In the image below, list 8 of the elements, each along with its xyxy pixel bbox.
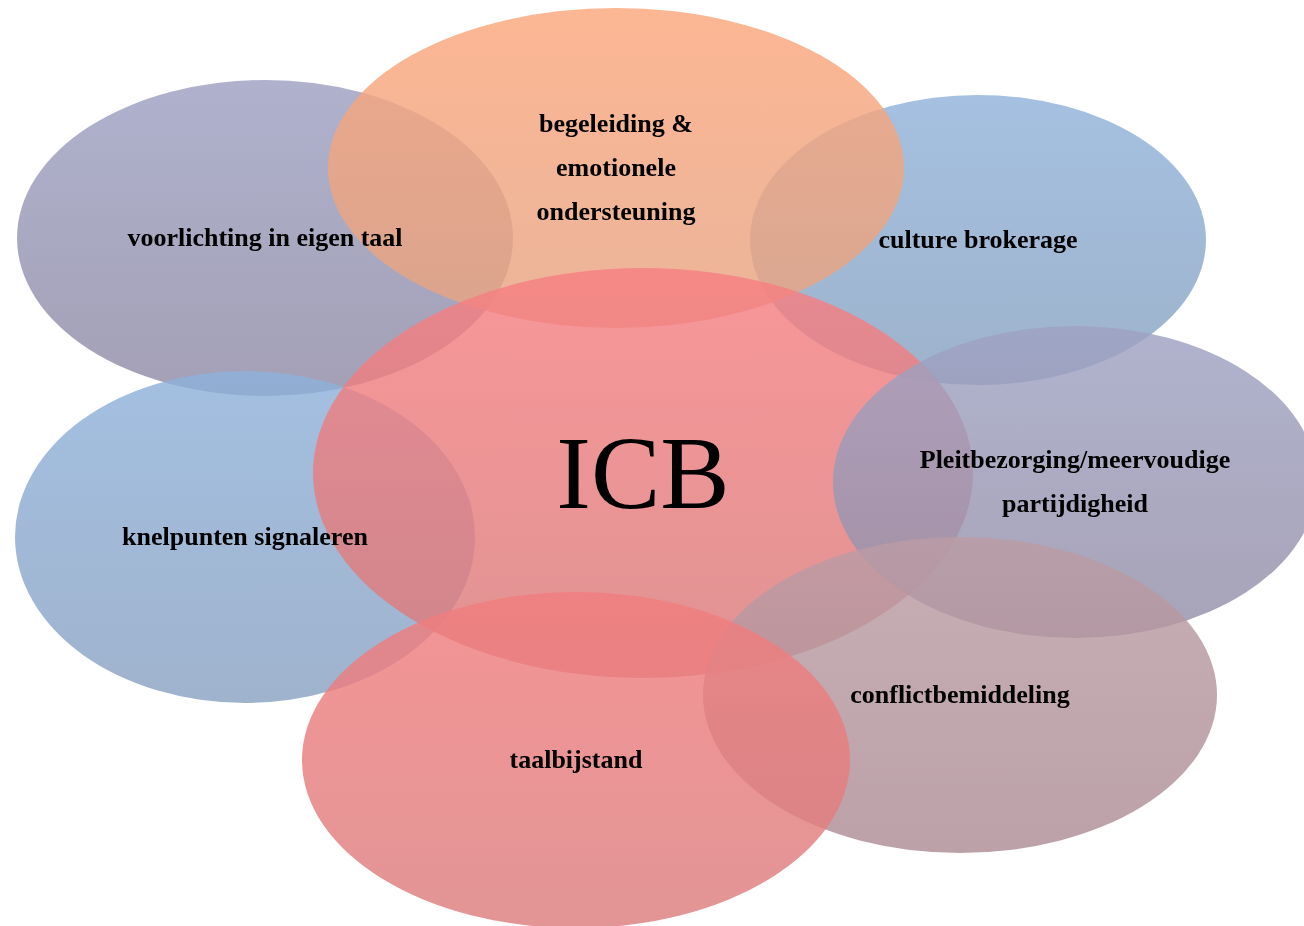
center-title: ICB [556,421,730,525]
bubble-label: culture brokerage [878,223,1078,256]
bubble-label: Pleitbezorging/meervoudige partijdigheid [918,443,1232,520]
bubble-label: begeleiding & emotionele ondersteuning [535,107,697,229]
bubble-label: voorlichting in eigen taal [127,221,403,254]
bubble-label: taalbijstand [509,743,643,776]
bubble-label: conflictbemiddeling [850,678,1070,711]
bubble-label: knelpunten signaleren [122,520,368,553]
